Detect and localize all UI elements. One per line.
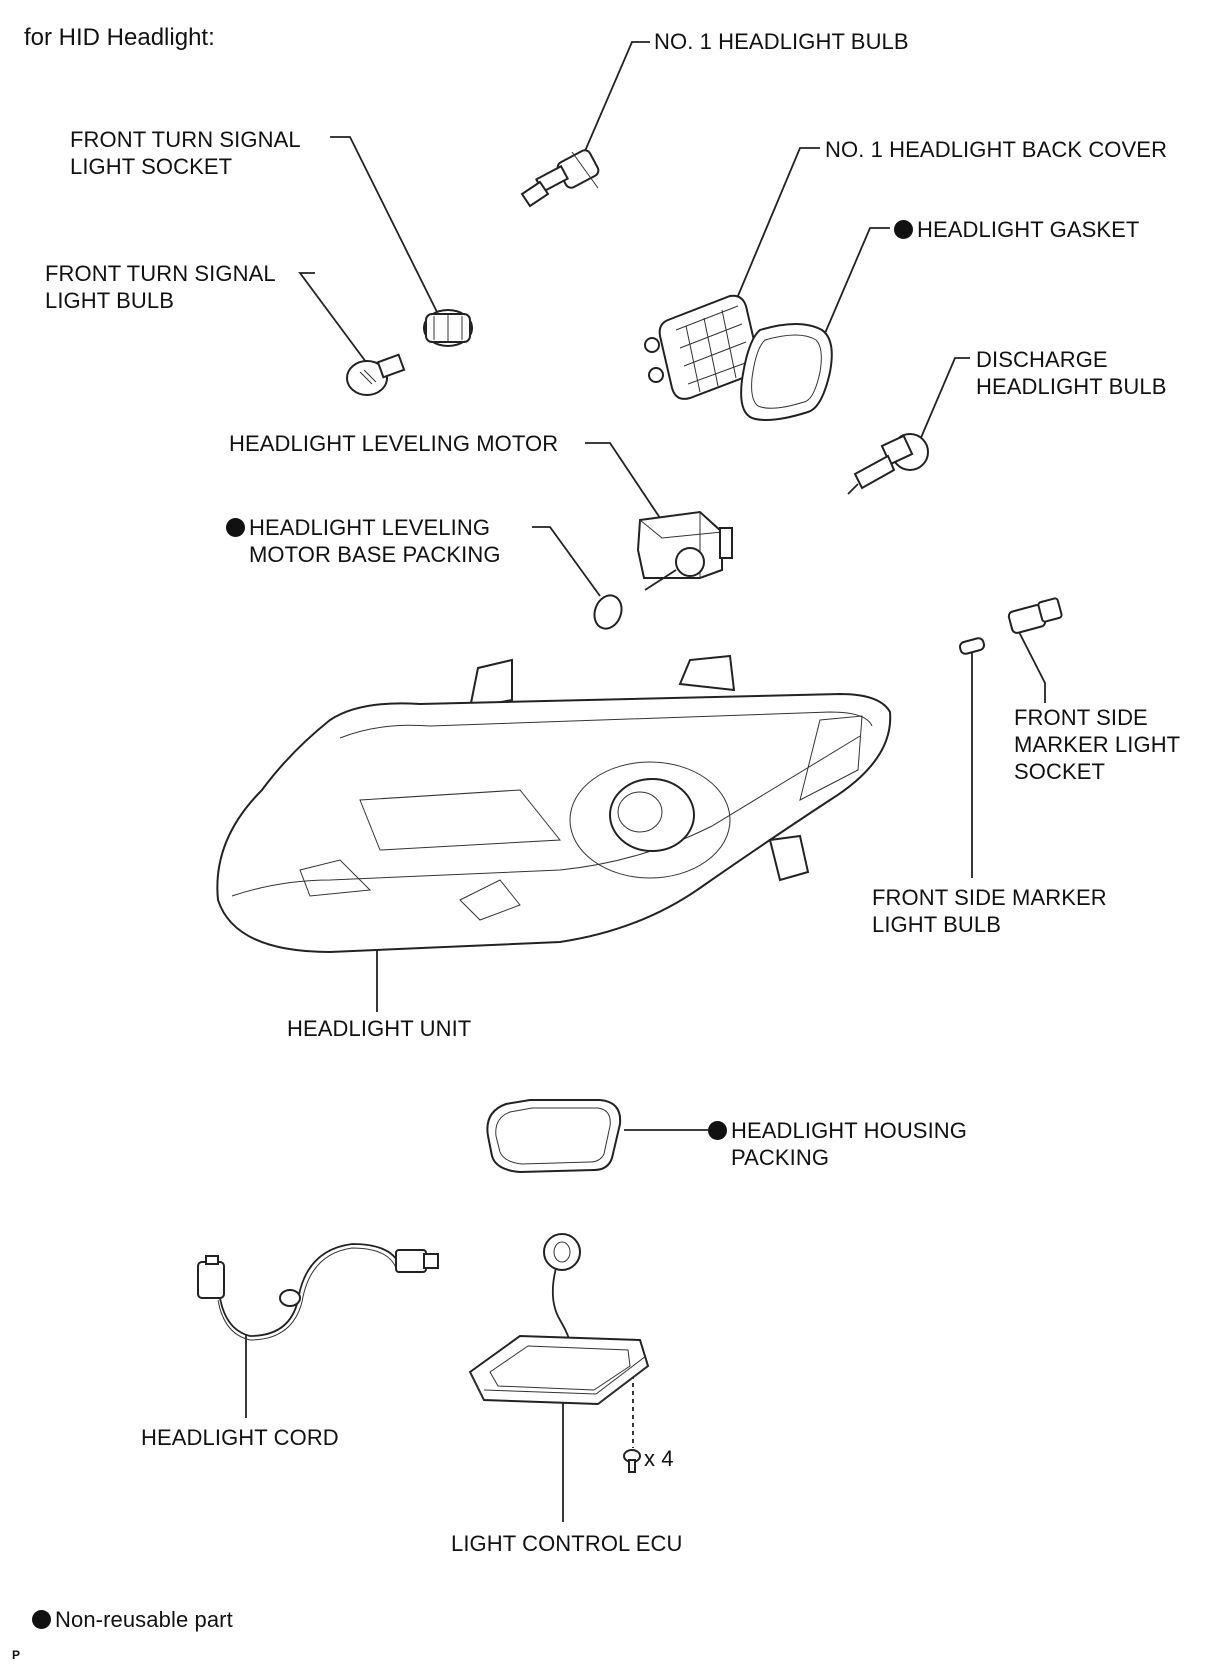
headlight-leveling-motor-icon: [636, 510, 733, 591]
label-headlight-cord: HEADLIGHT CORD: [141, 1425, 339, 1450]
leveling-motor-base-packing-icon: [593, 594, 623, 630]
legend-text: Non-reusable part: [55, 1607, 233, 1632]
label-headlight-housing-packing: HEADLIGHT HOUSING PACKING: [708, 1117, 967, 1171]
light-control-ecu-icon: [468, 1233, 650, 1406]
no1-headlight-bulb-icon: [520, 149, 600, 208]
non-reusable-dot-icon: [32, 1610, 51, 1629]
label-headlight-leveling-motor-base-packing: HEADLIGHT LEVELING MOTOR BASE PACKING: [226, 514, 501, 568]
discharge-headlight-bulb-icon: [847, 433, 929, 495]
corner-mark: P: [12, 1648, 21, 1662]
non-reusable-dot-icon: [226, 518, 245, 537]
headlight-cord-icon: [197, 1243, 439, 1341]
label-headlight-housing-packing-text: HEADLIGHT HOUSING PACKING: [731, 1118, 967, 1170]
non-reusable-dot-icon: [708, 1121, 727, 1140]
non-reusable-dot-icon: [894, 220, 913, 239]
label-front-side-marker-light-bulb: FRONT SIDE MARKER LIGHT BULB: [872, 885, 1107, 937]
label-headlight-leveling-motor: HEADLIGHT LEVELING MOTOR: [229, 431, 559, 456]
label-front-turn-signal-light-socket: FRONT TURN SIGNAL LIGHT SOCKET: [70, 127, 301, 179]
headlight-housing-packing-icon: [486, 1099, 622, 1174]
label-front-turn-signal-light-bulb: FRONT TURN SIGNAL LIGHT BULB: [45, 261, 276, 313]
screw-icon: [623, 1449, 641, 1473]
front-turn-signal-light-bulb-icon: [346, 353, 406, 396]
headlight-unit-icon: [216, 654, 892, 954]
diagram-heading: for HID Headlight:: [24, 24, 215, 51]
label-no1-headlight-back-cover: NO. 1 HEADLIGHT BACK COVER: [825, 137, 1168, 162]
label-discharge-headlight-bulb: DISCHARGE HEADLIGHT BULB: [976, 347, 1167, 399]
label-front-side-marker-light-socket: FRONT SIDE MARKER LIGHT SOCKET: [1014, 705, 1181, 784]
headlight-gasket-icon: [740, 323, 833, 421]
front-side-marker-light-socket-icon: [1007, 597, 1063, 634]
label-headlight-unit: HEADLIGHT UNIT: [287, 1016, 472, 1041]
label-screw-quantity: x 4: [644, 1446, 674, 1471]
label-headlight-gasket: HEADLIGHT GASKET: [894, 216, 1139, 243]
leader-lines: [245, 41, 1046, 1522]
legend: Non-reusable part: [32, 1606, 233, 1633]
label-headlight-leveling-motor-base-packing-text: HEADLIGHT LEVELING MOTOR BASE PACKING: [249, 515, 501, 567]
label-headlight-gasket-text: HEADLIGHT GASKET: [917, 217, 1140, 242]
front-side-marker-light-bulb-icon: [958, 637, 986, 655]
label-light-control-ecu: LIGHT CONTROL ECU: [451, 1531, 683, 1556]
front-turn-signal-light-socket-icon: [423, 309, 473, 347]
label-no1-headlight-bulb: NO. 1 HEADLIGHT BULB: [654, 29, 909, 54]
no1-headlight-back-cover-icon: [644, 294, 760, 400]
